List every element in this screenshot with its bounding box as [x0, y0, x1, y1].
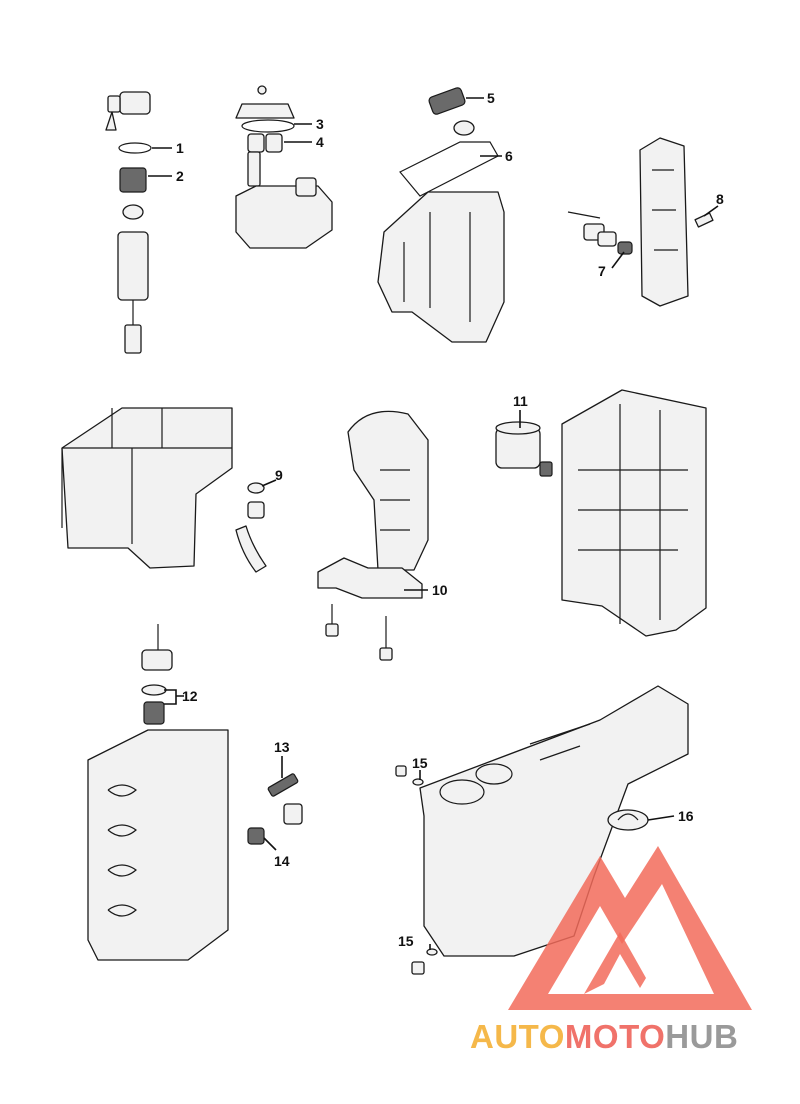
cylinder-block-assembly [495, 389, 707, 637]
callout-10: 10 [432, 582, 448, 598]
watermark-word-auto: AUTO [470, 1018, 565, 1055]
mounting-bracket-assembly [567, 137, 714, 307]
vapor-separator-assembly [235, 85, 333, 249]
callout-2: 2 [176, 168, 184, 184]
adapter-plate-assembly [377, 87, 505, 343]
callout-8: 8 [716, 191, 724, 207]
watermark-word-hub: HUB [665, 1018, 739, 1055]
callout-4: 4 [316, 134, 324, 150]
steering-bracket-assembly [317, 410, 429, 661]
callout-7: 7 [598, 263, 606, 279]
cylinder-head-assembly [87, 624, 303, 961]
watermark-word-moto: MOTO [564, 1018, 666, 1055]
watermark-text: AUTOMOTOHUB [470, 1018, 738, 1056]
callout-3: 3 [316, 116, 324, 132]
callout-labels: 1 2 3 4 5 6 7 8 9 10 11 12 13 14 15 15 1… [176, 90, 724, 949]
callout-6: 6 [505, 148, 513, 164]
callout-5: 5 [487, 90, 495, 106]
callout-15-bottom: 15 [398, 933, 414, 949]
exhaust-housing-assembly [61, 407, 267, 573]
callout-11: 11 [513, 393, 528, 409]
callout-9: 9 [275, 467, 283, 483]
callout-13: 13 [274, 739, 290, 755]
callout-15-top: 15 [412, 755, 428, 771]
fuel-filter-assembly [105, 91, 152, 354]
watermark-logo-mark [508, 846, 752, 1010]
callout-12: 12 [182, 688, 198, 704]
callout-16: 16 [678, 808, 694, 824]
leader-lines [148, 97, 719, 950]
callout-1: 1 [176, 140, 184, 156]
callout-14: 14 [274, 853, 290, 869]
